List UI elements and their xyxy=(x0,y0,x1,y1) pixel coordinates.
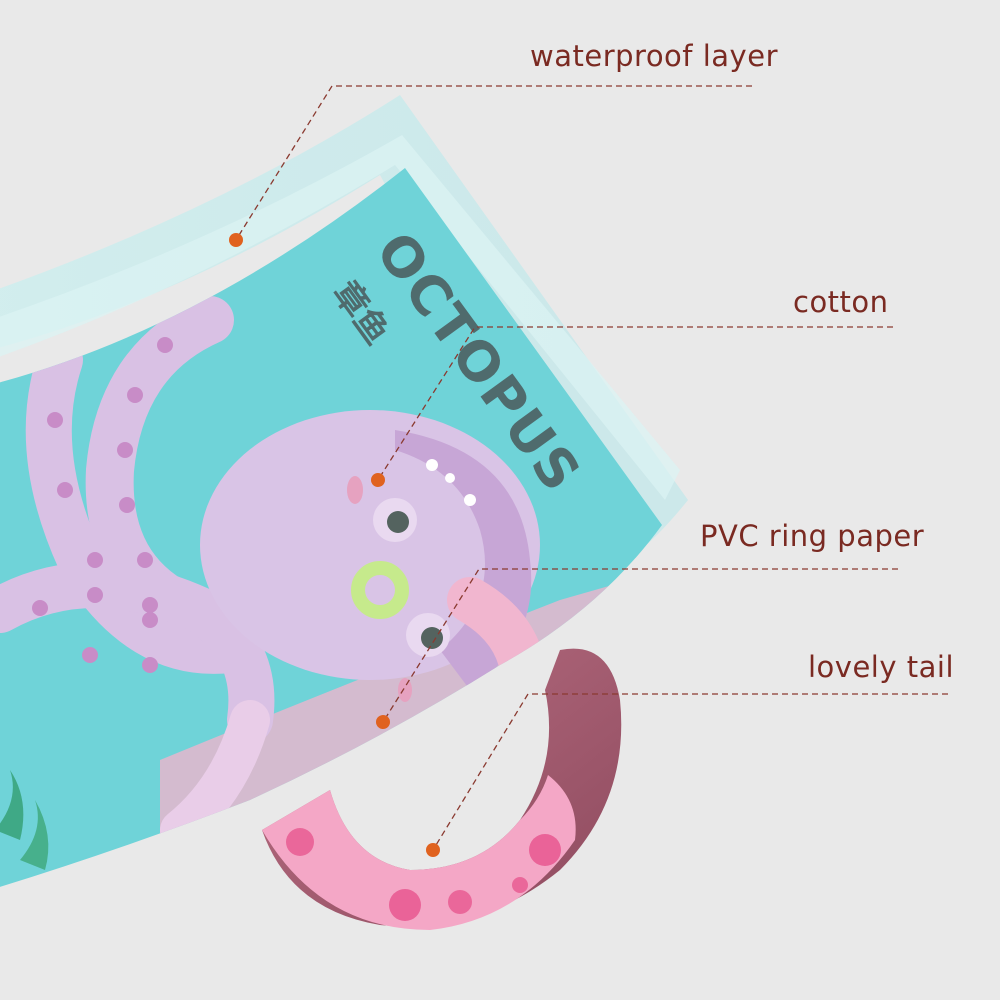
leader-line-tail xyxy=(432,693,948,851)
lovely-tail-label: lovely tail xyxy=(808,650,954,684)
leader-lines xyxy=(235,85,948,851)
cotton-label: cotton xyxy=(793,285,889,319)
tail-ring xyxy=(262,648,622,930)
callout-dot-pvc xyxy=(376,715,390,729)
callout-dot-waterproof xyxy=(229,233,243,247)
leader-line-waterproof xyxy=(235,85,752,241)
callout-dots xyxy=(229,233,440,857)
callout-dot-cotton xyxy=(371,473,385,487)
pvc-ring-paper-label: PVC ring paper xyxy=(700,519,925,553)
callout-dot-tail xyxy=(426,843,440,857)
waterproof-layer-label: waterproof layer xyxy=(530,39,778,73)
